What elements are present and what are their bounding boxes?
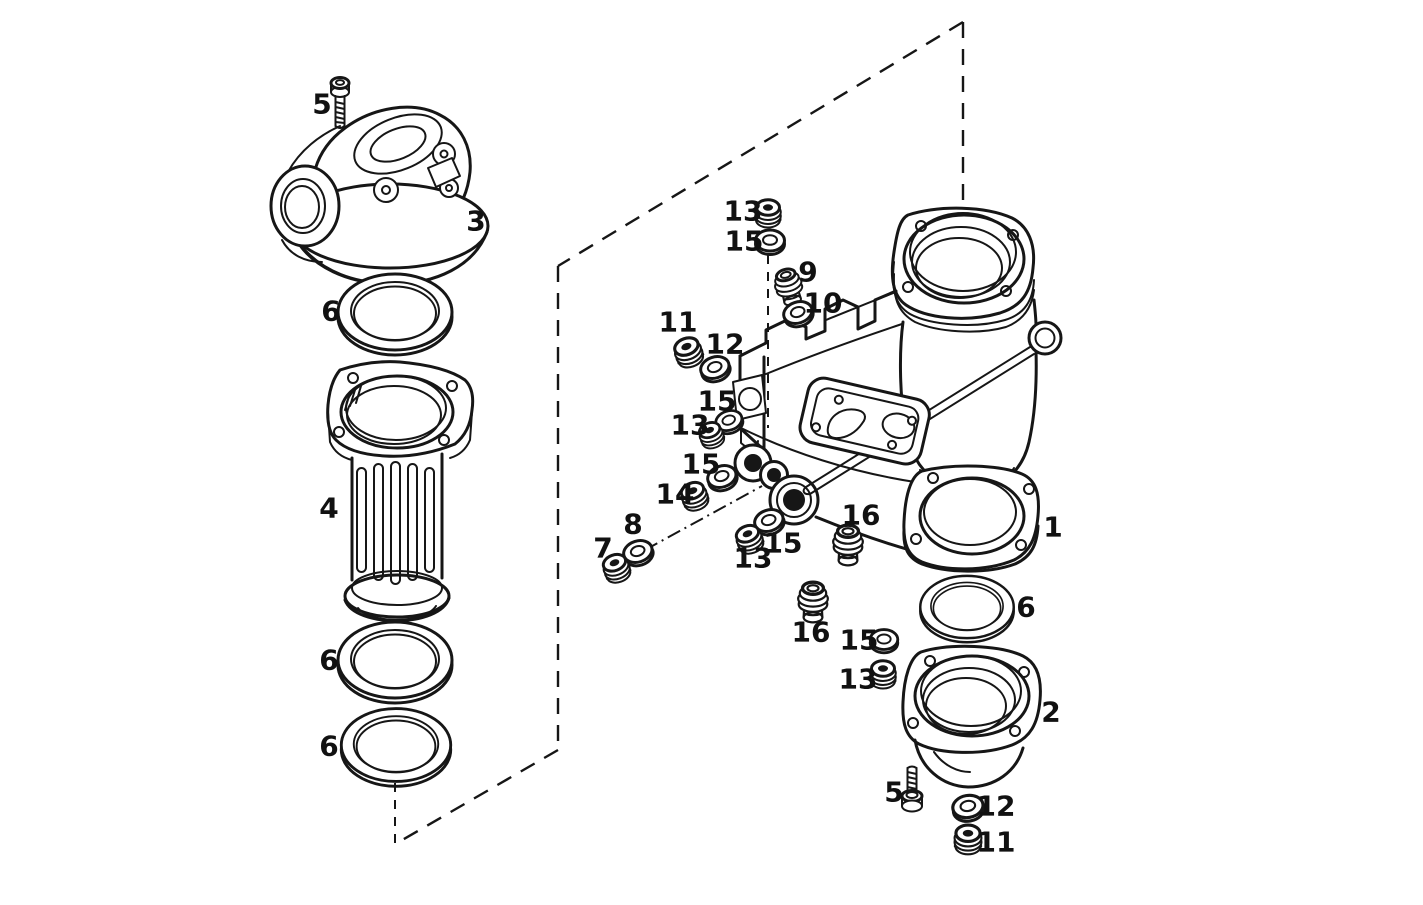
fitting-glyph	[832, 523, 864, 567]
part-label-5: 5	[312, 88, 331, 121]
part-label-6: 6	[1016, 591, 1035, 624]
plug-glyph	[697, 421, 726, 450]
mount-ear	[373, 177, 399, 203]
part-label-12: 12	[706, 328, 745, 361]
washer-glyph	[754, 228, 786, 256]
part-label-3: 3	[466, 205, 485, 238]
side-ear-boss	[1027, 320, 1063, 356]
ring-glyph	[336, 272, 454, 357]
part-label-7: 7	[593, 532, 612, 565]
part-label-6: 6	[319, 730, 338, 763]
part-label-11: 11	[659, 306, 698, 339]
filter-head-barrel	[353, 113, 443, 175]
part-label-16: 16	[842, 499, 881, 532]
cover-part-2	[901, 644, 1042, 789]
part-label-14: 14	[656, 478, 695, 511]
part-label-11: 11	[977, 826, 1016, 859]
ring-glyph	[919, 574, 1015, 644]
part-label-6: 6	[321, 295, 340, 328]
plug-glyph	[754, 198, 782, 229]
centerline-plug-7	[644, 485, 763, 551]
part-label-8: 8	[623, 508, 642, 541]
bolt-down-glyph	[329, 76, 351, 129]
part-label-2: 2	[1041, 696, 1060, 729]
part-label-15: 15	[764, 527, 803, 560]
washer-glyph	[782, 300, 815, 329]
washer-glyph	[699, 355, 732, 384]
mounting-pad-face	[798, 376, 931, 466]
part-label-15: 15	[725, 225, 764, 258]
part-label-13: 13	[724, 195, 763, 228]
part-label-13: 13	[671, 409, 710, 442]
ring-glyph	[339, 707, 453, 788]
part-label-9: 9	[798, 256, 817, 289]
filter-element-part-4	[326, 360, 475, 623]
hardware-layer	[329, 76, 1015, 856]
washer-glyph	[868, 628, 900, 655]
housing-body	[732, 206, 1063, 560]
part-label-12: 12	[977, 790, 1016, 823]
filter-head-part-3	[269, 105, 490, 295]
plug-glyph	[601, 552, 632, 584]
fitting-glyph	[797, 580, 829, 624]
part-label-15: 15	[682, 448, 721, 481]
plug-glyph	[734, 523, 765, 555]
part-label-5: 5	[884, 776, 903, 809]
washer-glyph	[706, 464, 739, 493]
part-label-6: 6	[319, 644, 338, 677]
plug-glyph	[679, 480, 710, 512]
part-label-13: 13	[839, 663, 878, 696]
plug-glyph	[953, 823, 983, 856]
flange-part-1	[902, 464, 1040, 573]
part-label-13: 13	[734, 542, 773, 575]
plug-glyph	[673, 336, 705, 369]
washer-glyph	[714, 409, 745, 436]
bracket-tab	[427, 157, 461, 188]
washer-glyph	[951, 793, 986, 823]
plug-glyph	[869, 659, 897, 690]
ring-glyph	[336, 620, 454, 705]
part-label-15: 15	[840, 624, 879, 657]
part-label-1: 1	[1043, 511, 1062, 544]
part-label-16: 16	[792, 616, 831, 649]
bolt-up-glyph	[900, 765, 924, 813]
fitting-glyph	[774, 267, 804, 307]
part-label-10: 10	[804, 287, 843, 320]
part-label-15: 15	[698, 385, 737, 418]
part-label-4: 4	[319, 492, 338, 525]
